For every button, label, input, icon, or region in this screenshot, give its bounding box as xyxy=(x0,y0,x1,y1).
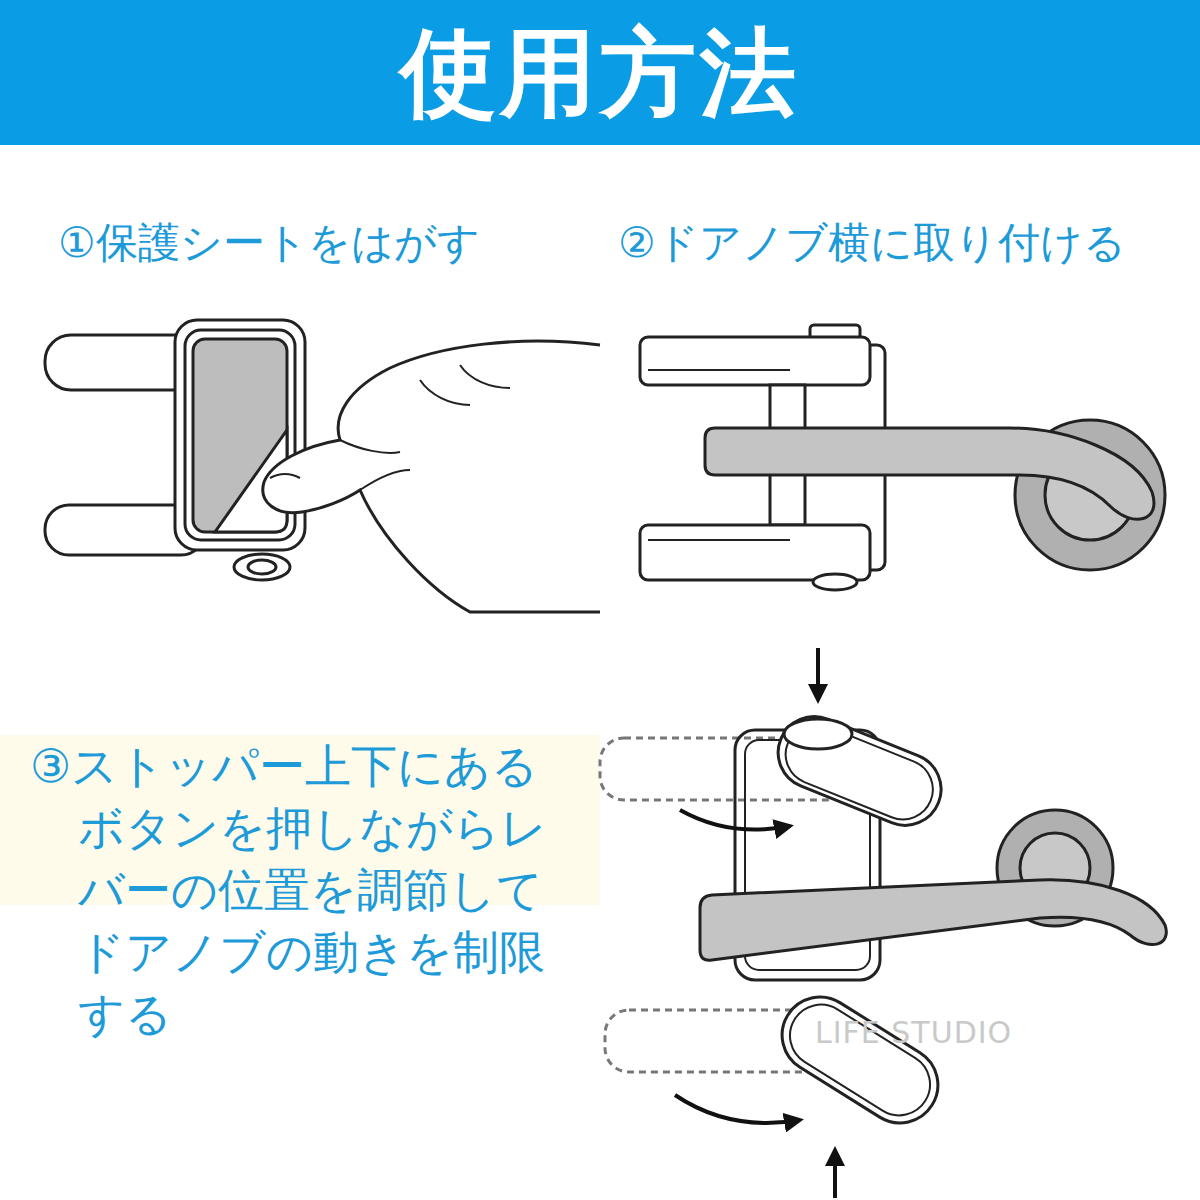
stopper-peel-figure xyxy=(45,320,600,612)
stopper-mounted-figure xyxy=(640,325,1165,590)
step-label: ②ドアノブ横に取り付ける xyxy=(618,218,1193,268)
header-band xyxy=(0,0,1200,145)
step-label: ①保護シートをはがす xyxy=(58,218,598,268)
stopper-adjust-figure xyxy=(600,648,1166,1198)
step-label: ③ストッパー上下にあるボタンを押しながらレバーの位置を調節してドアノブの動きを制… xyxy=(30,735,560,1045)
watermark: LIFE STUDIO xyxy=(815,1015,1075,1050)
page-title: 使用方法 xyxy=(0,25,1200,121)
